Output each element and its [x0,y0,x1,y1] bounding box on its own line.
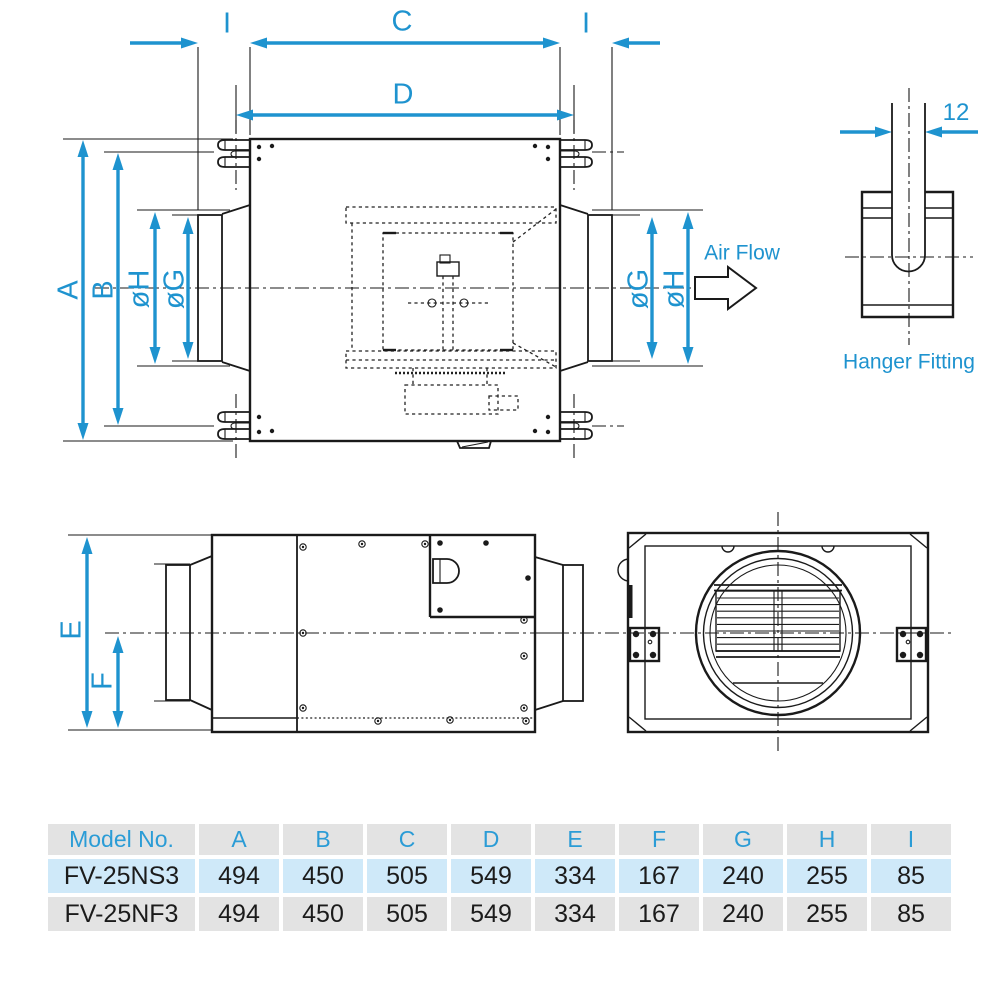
table-header-cell: I [871,824,951,855]
model-cell: FV-25NF3 [48,897,195,931]
dia-h-left-arrow [149,212,161,364]
table-cell: 549 [451,897,531,931]
impeller-louvers [714,584,842,658]
dim-c-label: C [391,5,413,38]
top-view [197,137,613,449]
dim-d-label: D [392,78,414,111]
table-cell: 167 [619,859,699,893]
table-cell: 240 [703,897,783,931]
dim-d-arrow [236,109,574,121]
hanger-fitting-label: Hanger Fitting [843,350,975,374]
table-header-cell: D [451,824,531,855]
table-row: FV-25NS3 494 450 505 549 334 167 240 255… [48,859,951,893]
centerlines [95,88,973,752]
table-header-cell: B [283,824,363,855]
internal-fan-assembly [345,206,557,415]
side-view-screws [299,540,531,725]
table-cell: 255 [787,859,867,893]
hanger-bracket-bottom-right [560,411,593,440]
table-header-cell: C [367,824,447,855]
table-cell: 450 [283,859,363,893]
side-view [68,533,584,734]
table-row: FV-25NF3 494 450 505 549 334 167 240 255… [48,897,951,931]
dim-e-arrow [81,537,93,728]
dia-h-left-label: øH [123,269,156,309]
hanger-bracket-top-left [217,139,250,168]
table-header-cell: E [535,824,615,855]
hanger-bracket-top-right [560,139,593,168]
dim-a-arrow [77,140,89,440]
air-flow-label: Air Flow [704,241,780,265]
table-cell: 549 [451,859,531,893]
hanger-slot-width-label: 12 [942,99,970,126]
table-cell: 240 [703,859,783,893]
dim-a-label: A [52,280,85,300]
table-header-cell: A [199,824,279,855]
hanger-slot-dim-arrow [840,126,978,138]
dim-f-arrow [112,636,124,728]
table-cell: 334 [535,897,615,931]
front-view [617,531,930,734]
table-header-cell: Model No. [48,824,195,855]
dim-i-right-arrow [612,37,660,49]
dia-g-right-label: øG [622,268,655,310]
table-cell: 505 [367,897,447,931]
table-header-row: Model No. A B C D E F G H I [48,824,951,855]
table-cell: 85 [871,897,951,931]
dimension-arrows [77,37,978,728]
dim-f-label: F [86,672,119,690]
table-cell: 450 [283,897,363,931]
air-flow-arrow [694,265,758,311]
dim-c-arrow [250,37,560,49]
dim-i-left-label: I [222,7,232,40]
table-cell: 167 [619,897,699,931]
hanger-fitting-detail [860,103,955,319]
dim-b-arrow [112,153,124,425]
dia-g-left-arrow [182,217,194,359]
table-cell: 505 [367,859,447,893]
dia-g-left-label: øG [158,268,191,310]
table-cell: 494 [199,859,279,893]
dim-i-left-arrow [130,37,198,49]
dim-e-label: E [55,620,88,640]
front-hanger-bracket-right [895,626,928,663]
table-header-cell: H [787,824,867,855]
table-cell: 85 [871,859,951,893]
model-cell: FV-25NS3 [48,859,195,893]
table-header-cell: F [619,824,699,855]
table-cell: 494 [199,897,279,931]
table-header-cell: G [703,824,783,855]
dia-h-right-label: øH [658,269,691,309]
hanger-bracket-bottom-left [217,411,250,440]
dim-b-label: B [87,280,120,300]
dimension-table: Model No. A B C D E F G H I FV-25NS3 494… [44,820,955,935]
front-hanger-bracket-left [628,626,661,663]
drain-tab [456,440,492,449]
table-cell: 255 [787,897,867,931]
dia-g-right-arrow [646,217,658,359]
dia-h-right-arrow [682,212,694,364]
table-cell: 334 [535,859,615,893]
dim-i-right-label: I [581,7,591,40]
top-view-screws [256,143,551,435]
